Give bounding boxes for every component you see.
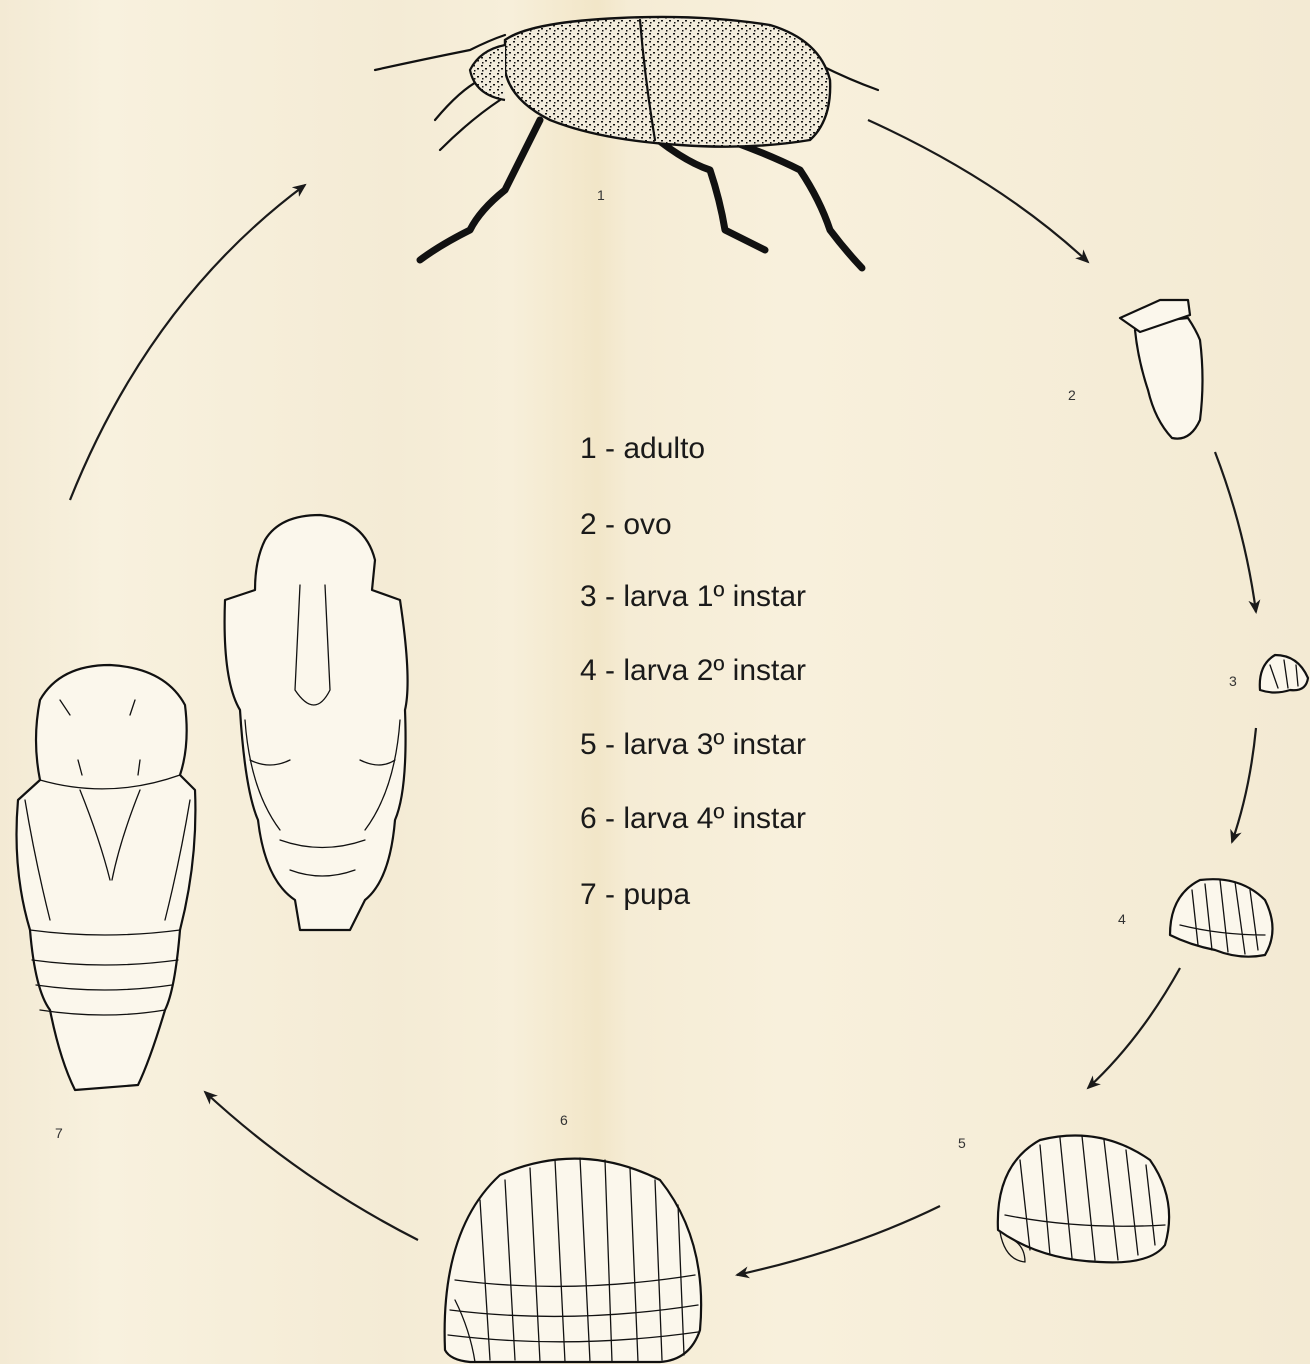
- legend-item-larva-1st-instar: 3 - larva 1º instar: [580, 580, 806, 613]
- pupa-illustration: [17, 515, 408, 1090]
- legend: 1 - adulto 2 - ovo 3 - larva 1º instar 4…: [580, 432, 806, 911]
- legend-item-adult: 1 - adulto: [580, 432, 705, 465]
- legend-item-larva-2nd-instar: 4 - larva 2º instar: [580, 654, 806, 687]
- larva-1st-instar-illustration: [1260, 655, 1308, 693]
- arrow-larva3-to-larva4: [737, 1206, 940, 1275]
- arrow-pupa-to-adult: [70, 185, 305, 500]
- legend-item-larva-4th-instar: 6 - larva 4º instar: [580, 802, 806, 835]
- arrow-egg-to-larva1: [1215, 452, 1256, 612]
- stage-number-6: 6: [560, 1112, 568, 1128]
- stage-number-2: 2: [1068, 387, 1076, 403]
- legend-item-larva-3rd-instar: 5 - larva 3º instar: [580, 728, 806, 761]
- stage-number-7: 7: [55, 1125, 63, 1141]
- arrow-larva1-to-larva2: [1232, 728, 1256, 842]
- larva-2nd-instar-illustration: [1170, 879, 1273, 957]
- stage-number-3: 3: [1229, 673, 1237, 689]
- arrow-larva4-to-pupa: [205, 1092, 418, 1240]
- legend-item-egg: 2 - ovo: [580, 508, 672, 541]
- egg-illustration: [1120, 300, 1203, 439]
- stage-number-4: 4: [1118, 911, 1126, 927]
- adult-weevil-illustration: [375, 17, 878, 268]
- larva-3rd-instar-illustration: [998, 1136, 1169, 1263]
- stage-number-5: 5: [958, 1135, 966, 1151]
- legend-item-pupa: 7 - pupa: [580, 878, 690, 911]
- arrow-adult-to-egg: [868, 120, 1088, 262]
- stage-number-1: 1: [597, 187, 605, 203]
- arrow-larva2-to-larva3: [1088, 968, 1180, 1088]
- larva-4th-instar-illustration: [445, 1158, 702, 1362]
